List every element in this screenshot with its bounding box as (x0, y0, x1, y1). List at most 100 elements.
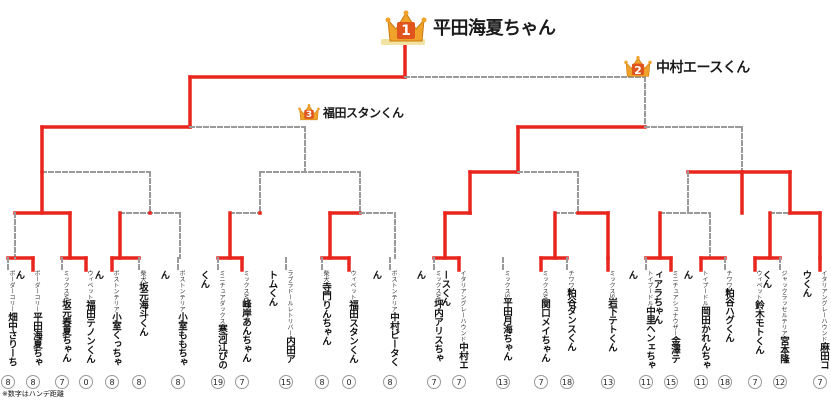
handicap-distance-badge: 15 (664, 375, 678, 389)
entrant-text: ミニチュアダックス寒河江ぴのくん (198, 270, 230, 370)
entrant-name: 平田月海ちゃん (501, 297, 512, 361)
winner-name: 中村エースくん (656, 60, 750, 76)
handicap-distance-badge: 8 (26, 375, 40, 389)
entrant-text: トイプードル岡田かれんちゃん (681, 270, 713, 370)
entrant-text: チワワ粕谷ダンスくん (555, 270, 579, 351)
handicap-distance-badge: 7 (55, 375, 69, 389)
entrant-breed: イタリアングレーハウンド (459, 270, 466, 342)
handicap-distance-badge: 8 (1, 375, 15, 389)
entrant-name: 関口メイちゃん (539, 299, 550, 363)
entrant-name: 宮本隆くん (760, 270, 789, 363)
entrant: ミックスM坪内アリスちゃん (414, 270, 446, 370)
entrant-breed: ミックスS (503, 270, 510, 298)
entrant: トイプードル岡田かれんちゃん (681, 270, 713, 370)
entrant-text: ミックスM峰岸あんちゃん (230, 270, 254, 362)
entrant-text: ウィペット福田テノンくん (74, 270, 98, 363)
handicap-distance-badge: 8 (171, 375, 185, 389)
entrant-text: ボーダーコリー平田海夏ちゃん (13, 270, 45, 370)
rank-number: 2 (634, 64, 642, 77)
entrant-breed: イタリアングレーハウンド (820, 270, 827, 342)
handicap-distance-badge: 19 (211, 375, 225, 389)
handicap-distance-badge: 12 (773, 375, 787, 389)
handicap-distance-badge: 7 (748, 375, 762, 389)
entrant-text: トイプードル中里ヘンェちゃん (626, 270, 658, 370)
handicap-distance-badge: 11 (639, 375, 653, 389)
rank-number: 1 (401, 23, 411, 39)
entrant-name: 岡田かれんちゃん (681, 270, 710, 369)
entrant-name: 中村エースくん (439, 270, 468, 369)
entrant-name: 鈴木モトくん (753, 300, 764, 354)
entrant-name: 福田スタンくん (347, 300, 358, 363)
entrant-breed: ミックスM (62, 270, 69, 300)
entrant-text: イタリアングレーハウンド麻田コウくん (800, 270, 831, 370)
entrant-breed: ボーダーコリー (8, 270, 15, 312)
entrant-text: ウィペット鈴木モトくん (743, 270, 767, 354)
handicap-distance-badge: 7 (452, 375, 466, 389)
entrant-breed: ミックスM (541, 270, 548, 300)
entrant: ラブラドールレトリバー内田アトムくん (266, 270, 298, 370)
entrant: トイプードル中里ヘンェちゃん (626, 270, 658, 370)
entrant: チワワ粕谷ダンスくん (555, 270, 579, 370)
entrant-breed: ミックスM (242, 270, 249, 300)
winner-third-place: 3 福田スタンくん (298, 103, 404, 122)
winner-name: 福田スタンくん (323, 106, 404, 120)
entrant: ウィペット福田テノンくん (74, 270, 98, 370)
entrant: ボストンテリア小室ももちゃん (158, 270, 190, 370)
entrant: ジャックラッセルテリア宮本隆くん (760, 270, 792, 370)
entrant-breed: ウィペット (86, 270, 93, 300)
entrant-breed: ミックスS (608, 270, 615, 298)
handicap-distance-badge: 8 (315, 375, 329, 389)
entrant: 柴犬寺門りんちゃん (310, 270, 334, 370)
entrant: ウィペット福田スタンくん (337, 270, 361, 370)
handicap-distance-badge: 7 (235, 375, 249, 389)
entrant-name: 福田テノンくん (84, 300, 95, 363)
entrant-name: 粕谷ハグくん (723, 288, 734, 342)
handicap-distance-badge: 13 (601, 375, 615, 389)
winner-name: 平田海夏ちゃん (433, 18, 556, 39)
entrant-breed: ラブラドールレトリバー (286, 270, 293, 336)
entrant-name: 平田海夏ちゃん (13, 270, 42, 366)
handicap-distance-badge: 7 (534, 375, 548, 389)
entrant-text: イタリアングレーハウンド中村エースくん (439, 270, 471, 370)
entrant-name: 内田アトムくん (266, 270, 295, 363)
entrant-breed: チワワ (725, 270, 732, 288)
entrant: チワワ粕谷ハグくん (713, 270, 737, 370)
entrant-breed: 柴犬 (322, 270, 329, 282)
entrant: ミックスM坂元春夏ちゃん (50, 270, 74, 370)
winner-second-place: 2 中村エースくん (624, 55, 750, 79)
entrant-text: 柴犬坂元海斗くん (127, 270, 151, 336)
entrant-text: ボストンテリア小室ももちゃん (158, 270, 190, 370)
entrant-breed: チワワ (567, 270, 574, 288)
entrant-name: 坂元海斗くん (137, 282, 148, 336)
entrant: ボストンテリア中村ピータくん (370, 270, 402, 370)
entrant-text: ミックスM関口メイちゃん (529, 270, 553, 362)
winner-first-place: 1 平田海夏ちゃん (385, 10, 556, 44)
handicap-distance-badge: 18 (718, 375, 732, 389)
entrant-name: 小室ももちゃん (158, 270, 187, 366)
entrant-name: 粕谷ダンスくん (565, 288, 576, 351)
entrant-text: ラブラドールレトリバー内田アトムくん (266, 270, 298, 370)
entrant-text: ミックスM坂元春夏ちゃん (50, 270, 74, 362)
footnote: ※数字はハンデ距離 (2, 390, 64, 398)
crown-icon: 1 (385, 10, 427, 44)
entrant-text: ミックスS平田月海ちゃん (491, 270, 515, 361)
entrant-text: 柴犬寺門りんちゃん (310, 270, 334, 345)
entrant-text: チワワ粕谷ハグくん (713, 270, 737, 342)
entrant-breed: ボストンテリア (390, 270, 397, 312)
entrant-breed: ボストンテリア (178, 270, 185, 312)
handicap-distance-badge: 7 (813, 375, 827, 389)
entrant-text: ミックスM坪内アリスちゃん (414, 270, 446, 370)
handicap-distance-badge: 7 (427, 375, 441, 389)
crown-icon: 3 (298, 103, 320, 122)
entrant-name: 岩下テトくん (606, 297, 617, 352)
entrant-breed: ウィペット (349, 270, 356, 300)
entrant-breed: ミックスM (434, 270, 441, 300)
entrant-text: ボーダーコリー畑中さりーちゃん (0, 270, 20, 370)
entrant-text: ボストンテリア中村ピータくん (370, 270, 402, 370)
handicap-distance-badge: 0 (342, 375, 356, 389)
entrant-name: 中村ピータくん (370, 270, 399, 366)
entrant: ボーダーコリー平田海夏ちゃん (13, 270, 45, 370)
entrant-text: ミックスS岩下テトくん (596, 270, 620, 352)
handicap-distance-badge: 15 (279, 375, 293, 389)
entrant-breed: ジャックラッセルテリア (780, 270, 787, 336)
